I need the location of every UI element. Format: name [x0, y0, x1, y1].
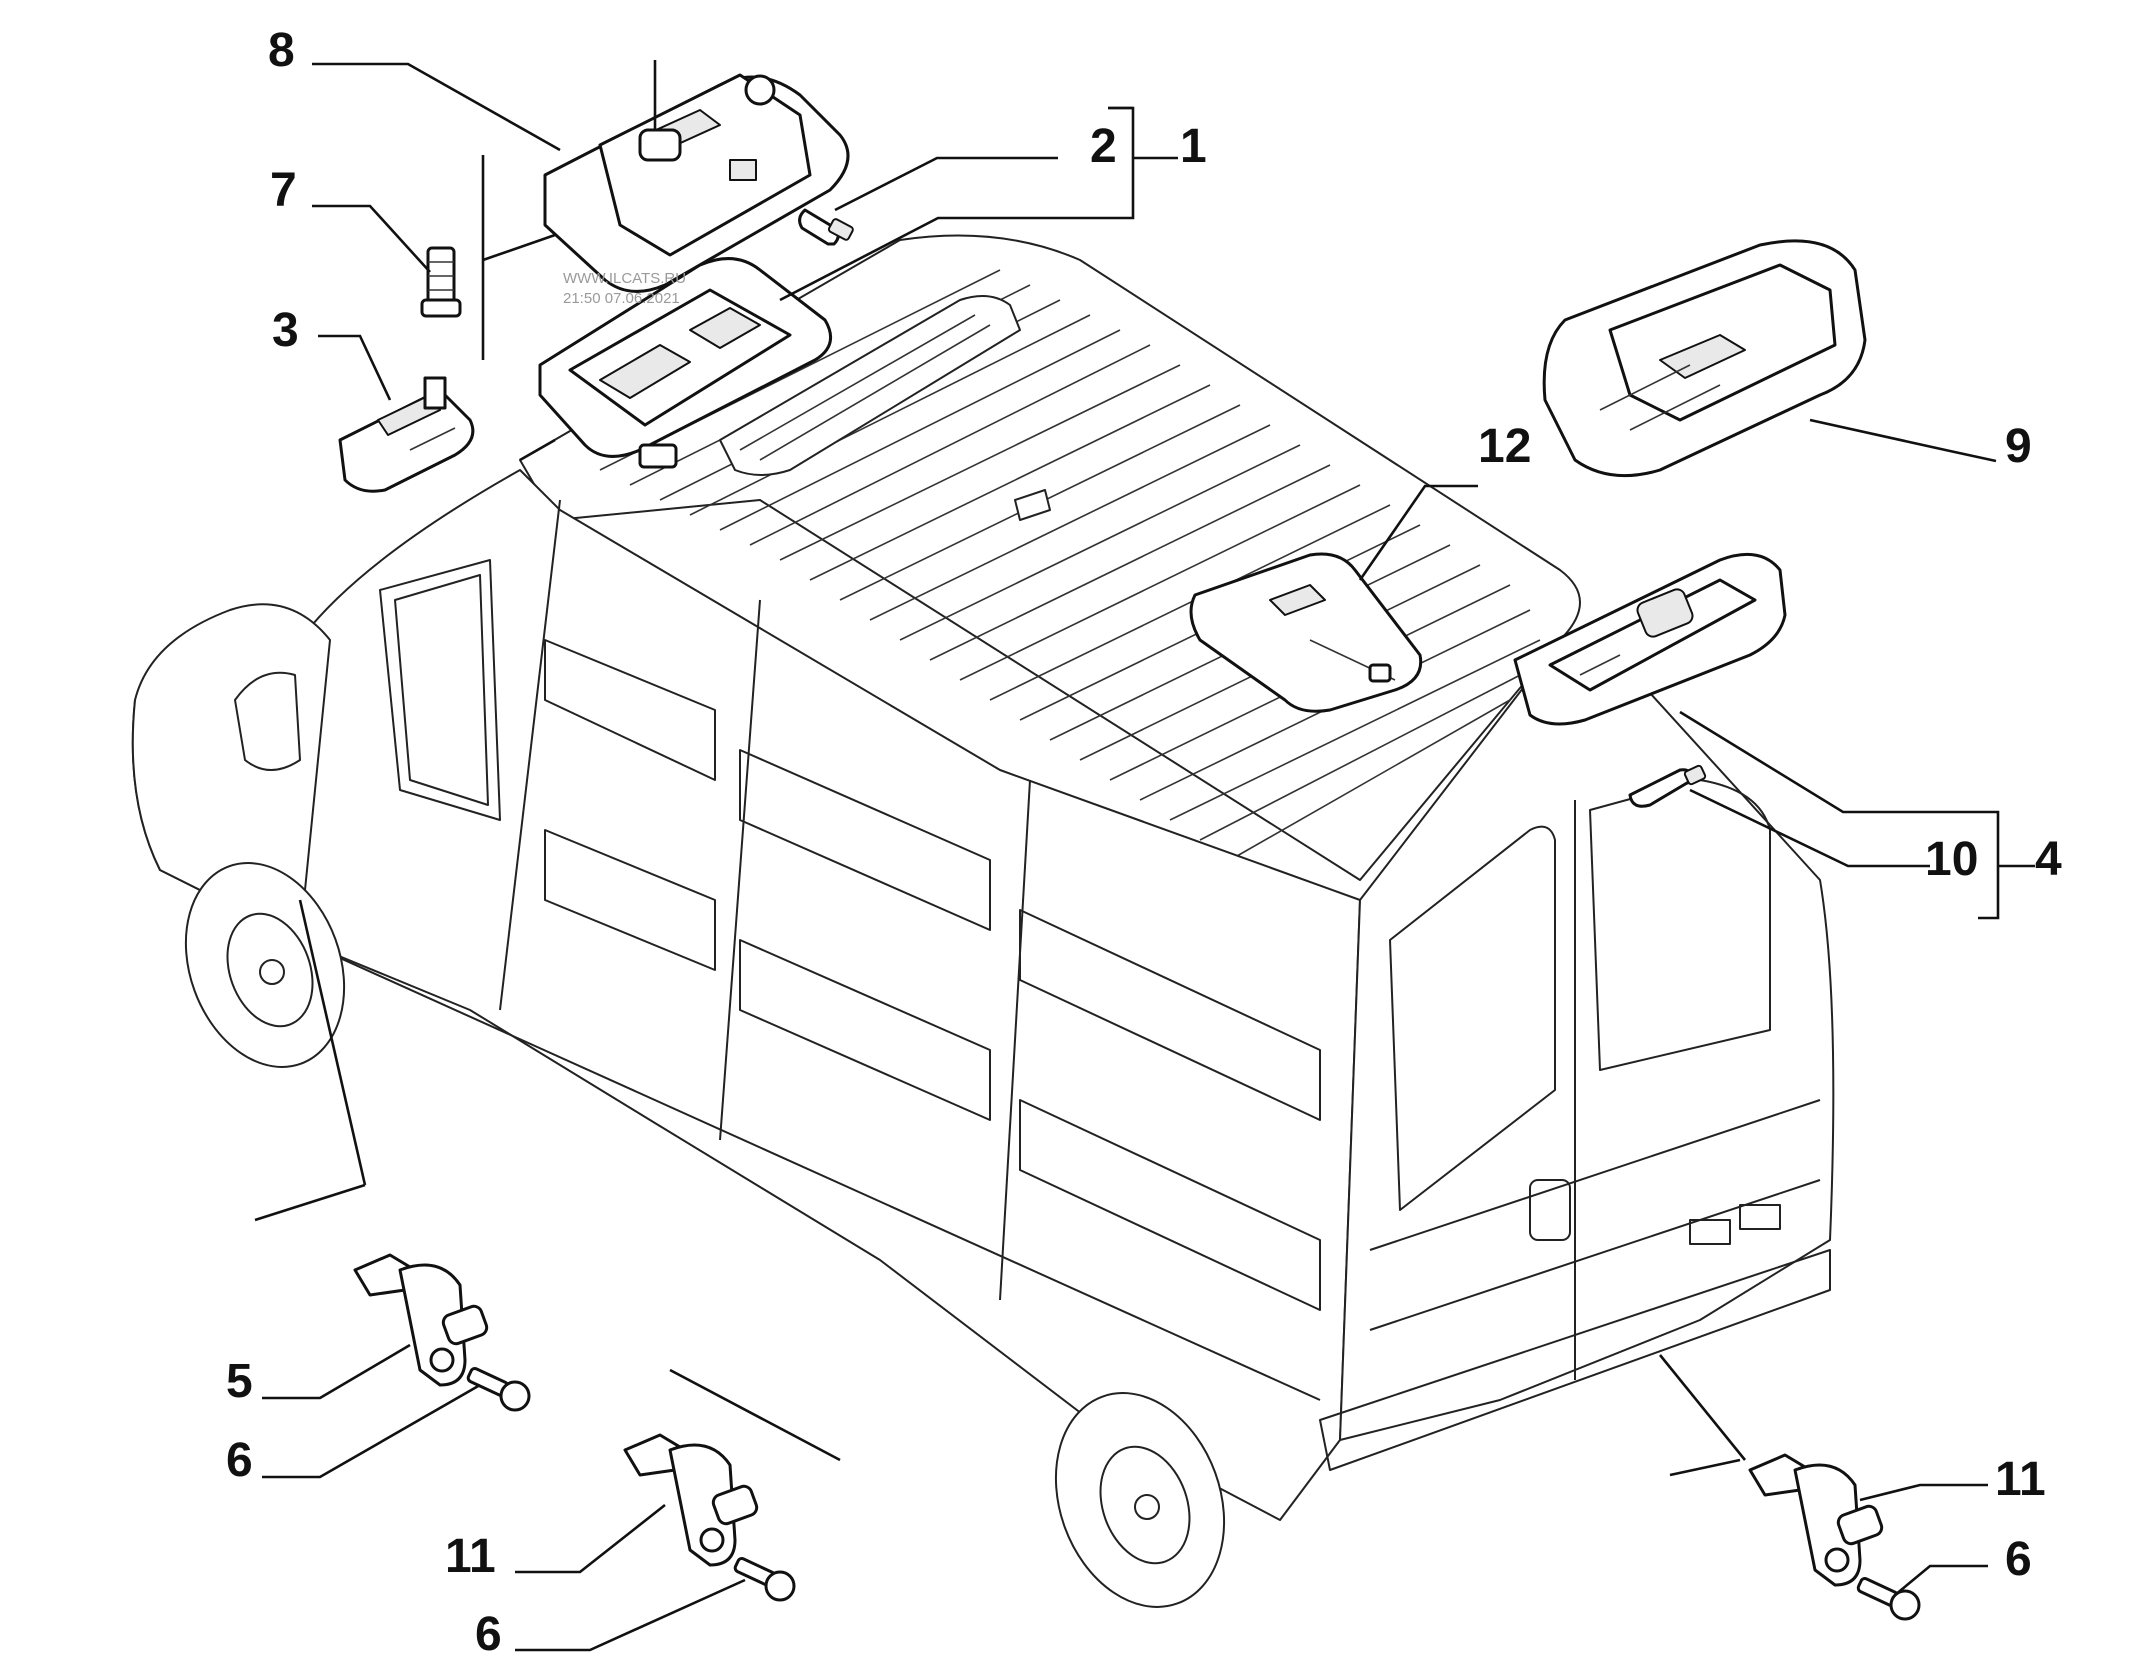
part-4-rear-lamp — [1513, 552, 1787, 726]
callout-3: 3 — [272, 304, 299, 357]
part-6-screw-2 — [733, 1557, 796, 1602]
callout-1: 1 — [1180, 120, 1207, 173]
side-window-2 — [739, 749, 991, 931]
watermark: WWW.ILCATS.RU 21:50 07.06.2021 — [563, 270, 686, 307]
part-6-screw-3 — [1856, 1577, 1921, 1621]
callout-7: 7 — [270, 164, 297, 217]
callout-10: 10 — [1925, 833, 1978, 886]
part-12-roof-lamp — [1189, 552, 1423, 713]
watermark-line-2: 21:50 07.06.2021 — [563, 290, 680, 307]
rear-window-left — [1389, 825, 1556, 1211]
callout-6: 6 — [226, 1434, 253, 1487]
part-1-lamp-frame — [538, 257, 833, 469]
callout-6-rear: 6 — [2005, 1533, 2032, 1586]
leader-lines — [254, 62, 2035, 1652]
part-2-bulb — [798, 208, 854, 246]
callout-6-lower: 6 — [475, 1608, 502, 1661]
side-window-1 — [544, 639, 716, 781]
part-3-clip — [338, 376, 475, 493]
part-8-lamp-housing — [543, 60, 850, 293]
callout-8: 8 — [268, 24, 295, 77]
front-wheel — [184, 862, 346, 1068]
part-9-cover — [1542, 239, 1867, 478]
side-mirror — [234, 671, 301, 771]
part-11-door-switch-rear — [1748, 1453, 1884, 1587]
callout-9: 9 — [2005, 420, 2032, 473]
watermark-line-1: WWW.ILCATS.RU — [563, 270, 686, 287]
van-illustration — [131, 234, 1835, 1608]
callout-12: 12 — [1478, 420, 1531, 473]
callout-2: 2 — [1090, 120, 1117, 173]
part-11-door-switch — [623, 1433, 759, 1567]
callout-5: 5 — [226, 1355, 253, 1408]
part-5-door-switch — [353, 1253, 489, 1387]
part-6-screw — [466, 1367, 531, 1412]
part-10-bulb — [1628, 764, 1707, 808]
callout-4: 4 — [2035, 833, 2062, 886]
roof-hatch — [719, 295, 1021, 476]
callout-11-rear: 11 — [1995, 1453, 2046, 1506]
part-7-screw — [420, 246, 462, 318]
callout-11: 11 — [445, 1530, 496, 1583]
cab-window — [379, 559, 501, 821]
rear-wheel — [1054, 1392, 1226, 1608]
rear-handle — [1529, 1179, 1571, 1241]
callout-labels: 8 7 3 2 1 12 9 10 4 5 6 11 6 11 6 — [226, 24, 2062, 1661]
rear-window-right — [1589, 779, 1771, 1071]
